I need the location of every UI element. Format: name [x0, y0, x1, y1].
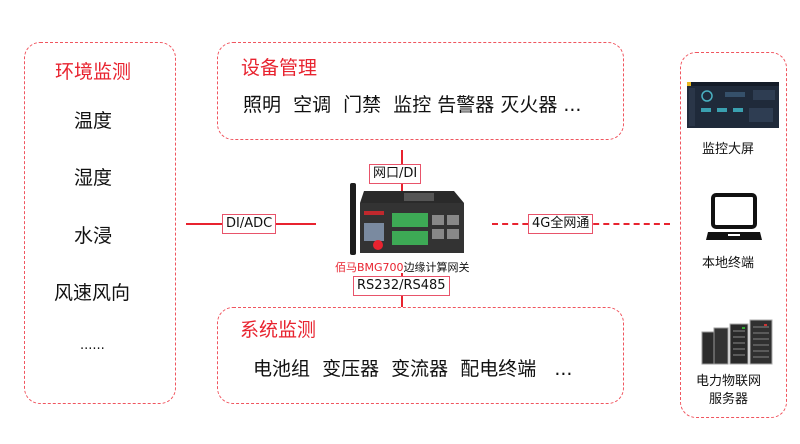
system-monitor-box: [217, 307, 624, 404]
dashboard-screen-image: [687, 82, 779, 128]
env-item-water-leak: 水浸: [74, 225, 113, 247]
system-monitor-title: 系统监测: [240, 319, 317, 341]
laptop-label: 本地终端: [702, 256, 755, 271]
device-mgmt-box: [217, 42, 624, 140]
tag-rs232-rs485: RS232/RS485: [353, 276, 450, 296]
dashboard-screen-label: 监控大屏: [702, 142, 755, 157]
env-item-wind: 风速风向: [54, 282, 131, 304]
env-item-more: ......: [80, 338, 105, 353]
env-monitor-title: 环境监测: [55, 61, 132, 83]
system-monitor-items: 电池组 变压器 变流器 配电终端 ...: [253, 358, 573, 380]
server-rack-icon: [701, 319, 773, 365]
dashboard-screen-icon: [687, 82, 779, 128]
env-item-humidity: 湿度: [74, 167, 113, 189]
env-monitor-box: [24, 42, 176, 404]
device-mgmt-title: 设备管理: [241, 57, 318, 79]
server-image: [700, 318, 774, 366]
server-label-line2: 服务器: [709, 392, 749, 407]
gateway-device-image: [344, 183, 468, 258]
tag-di-adc: DI/ADC: [222, 214, 277, 234]
tag-4g: 4G全网通: [528, 214, 594, 234]
gateway-name: 边缘计算网关: [403, 261, 470, 274]
env-item-temperature: 温度: [74, 110, 113, 132]
tag-lan-di: 网口/DI: [369, 164, 422, 184]
terminals-box: [680, 52, 787, 418]
device-mgmt-items: 照明 空调 门禁 监控 告警器 灭火器 ...: [243, 94, 582, 116]
gateway-label: 佰马BMG700边缘计算网关: [335, 259, 470, 275]
gateway-brand: 佰马BMG700: [335, 261, 404, 274]
laptop-image: [706, 192, 762, 244]
gateway-icon: [350, 183, 464, 255]
server-label: 电力物联网 服务器: [696, 373, 761, 409]
server-label-line1: 电力物联网: [696, 374, 762, 389]
laptop-icon: [706, 193, 762, 240]
